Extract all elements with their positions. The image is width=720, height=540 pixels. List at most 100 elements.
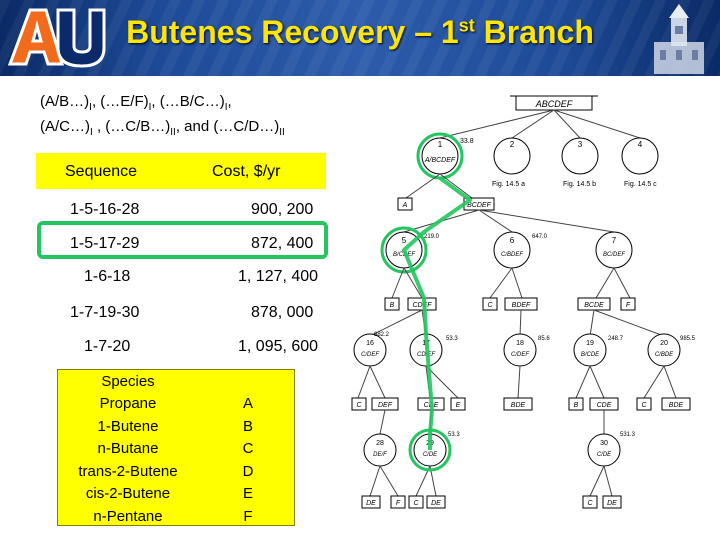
campus-tower-icon bbox=[654, 4, 704, 74]
tree-edge bbox=[369, 309, 423, 337]
tree-edge bbox=[553, 109, 581, 139]
tree-node-29-label: C/DE bbox=[423, 452, 438, 458]
tree-node-16-label: C/DEF bbox=[361, 352, 379, 358]
sequence-table-header bbox=[36, 153, 326, 189]
product-box bbox=[408, 495, 424, 509]
product-label: B bbox=[390, 302, 395, 309]
product-label: A bbox=[402, 202, 408, 209]
tree-root-label: ABCDEF bbox=[535, 99, 573, 109]
tree-node-6-label: C/BDEF bbox=[501, 252, 523, 258]
tree-node-20-label: C/BDE bbox=[655, 352, 674, 358]
tree-edge bbox=[589, 365, 605, 399]
tree-node-19-label: B/CDE bbox=[581, 352, 600, 358]
tree-edge bbox=[589, 309, 595, 337]
species-letter-6: F bbox=[243, 508, 253, 525]
product-box bbox=[450, 397, 466, 411]
product-box bbox=[636, 397, 652, 411]
tree-node-5-num: 5 bbox=[402, 236, 407, 245]
tree-edge bbox=[603, 465, 613, 497]
tree-edge bbox=[663, 365, 677, 399]
row-2-sequence: 1-5-17-29 bbox=[70, 235, 140, 252]
tree-edge bbox=[369, 365, 386, 399]
row-4-sequence: 1-7-19-30 bbox=[70, 304, 140, 321]
tree-node-2 bbox=[493, 137, 531, 175]
tree-node-30-num: 30 bbox=[600, 440, 608, 447]
tree-node-1-label: A/BCDEF bbox=[424, 157, 456, 164]
tree-node-7-label: BC/DEF bbox=[603, 252, 625, 258]
header-cost: Cost, $/yr bbox=[212, 163, 281, 180]
tree-edge bbox=[553, 109, 641, 139]
tree-node-30-label: C/DE bbox=[597, 452, 612, 458]
product-label: B bbox=[574, 402, 579, 409]
tree-edge bbox=[478, 209, 615, 233]
product-label: C bbox=[487, 302, 493, 309]
product-box bbox=[384, 297, 400, 311]
species-name-1: Propane bbox=[99, 395, 157, 412]
row-3-sequence: 1-6-18 bbox=[84, 268, 131, 285]
product-box bbox=[568, 397, 584, 411]
product-label: BDEF bbox=[512, 302, 531, 309]
species-name-4: trans-2-Butene bbox=[78, 463, 178, 480]
tree-node-4 bbox=[621, 137, 659, 175]
tree-node-5-cost: 219.0 bbox=[424, 234, 440, 240]
product-box bbox=[602, 495, 622, 509]
tree-edge bbox=[511, 109, 555, 139]
tree-node-16 bbox=[353, 333, 387, 367]
product-label: C bbox=[356, 402, 362, 409]
tree-edge bbox=[643, 365, 665, 399]
tree-node-18-label: C/DEF bbox=[511, 352, 529, 358]
product-label: BDE bbox=[511, 402, 526, 409]
tree-edge bbox=[595, 267, 615, 299]
product-label: DE bbox=[366, 500, 376, 507]
product-box bbox=[397, 197, 413, 211]
fig-label-a: Fig. 14.5 a bbox=[492, 181, 525, 188]
tree-edge bbox=[489, 267, 513, 299]
tree-node-7-num: 7 bbox=[612, 236, 617, 245]
tree-edge bbox=[593, 309, 665, 337]
product-label: CDE bbox=[597, 402, 612, 409]
tree-edge bbox=[403, 267, 423, 299]
tree-node-28 bbox=[363, 433, 397, 467]
tree-node-20-num: 20 bbox=[660, 340, 668, 347]
product-label: DE bbox=[431, 500, 441, 507]
product-label: DE bbox=[607, 500, 617, 507]
tree-node-2-num: 2 bbox=[510, 140, 515, 149]
species-legend bbox=[57, 369, 295, 526]
tree-edge bbox=[589, 465, 605, 497]
slide-title: Butenes Recovery – 1st Branch bbox=[126, 14, 594, 50]
tree-node-16-num: 16 bbox=[366, 340, 374, 347]
species-header: Species bbox=[101, 373, 155, 390]
tree-edge bbox=[439, 109, 555, 139]
row-1-cost: 900, 200 bbox=[251, 201, 314, 218]
tree-edge bbox=[613, 267, 631, 299]
product-label: BCDE bbox=[584, 302, 604, 309]
product-label: E bbox=[456, 402, 461, 409]
species-letter-2: B bbox=[242, 418, 253, 435]
tree-node-18 bbox=[503, 333, 537, 367]
product-box bbox=[390, 495, 406, 509]
tree-edge bbox=[425, 365, 459, 399]
species-letter-5: E bbox=[242, 485, 253, 502]
tree-edge bbox=[405, 173, 441, 199]
fig-label-c: Fig. 14.5 c bbox=[624, 181, 657, 188]
tree-node-18-cost: 85.6 bbox=[538, 336, 550, 342]
header-sequence: Sequence bbox=[65, 163, 138, 180]
tree-node-20-cost: 985.5 bbox=[680, 336, 696, 342]
tree-edge bbox=[511, 267, 523, 299]
product-box bbox=[426, 495, 446, 509]
selected-node-ring bbox=[380, 226, 428, 274]
tree-node-30 bbox=[587, 433, 621, 467]
tree-edge bbox=[369, 465, 381, 497]
tree-node-18-num: 18 bbox=[516, 340, 524, 347]
row-1-sequence: 1-5-16-28 bbox=[70, 201, 140, 218]
product-label: F bbox=[396, 500, 401, 507]
tree-node-4-num: 4 bbox=[638, 140, 643, 149]
tree-node-28-label: DE/F bbox=[373, 452, 387, 458]
row-5-sequence: 1-7-20 bbox=[84, 338, 131, 355]
auburn-logo-icon bbox=[7, 8, 106, 68]
tree-node-1-num: 1 bbox=[438, 140, 443, 149]
tree-node-29-cost: 53.3 bbox=[448, 432, 460, 438]
product-box bbox=[482, 297, 498, 311]
tree-edge bbox=[391, 267, 405, 299]
tree-edge bbox=[478, 209, 513, 233]
